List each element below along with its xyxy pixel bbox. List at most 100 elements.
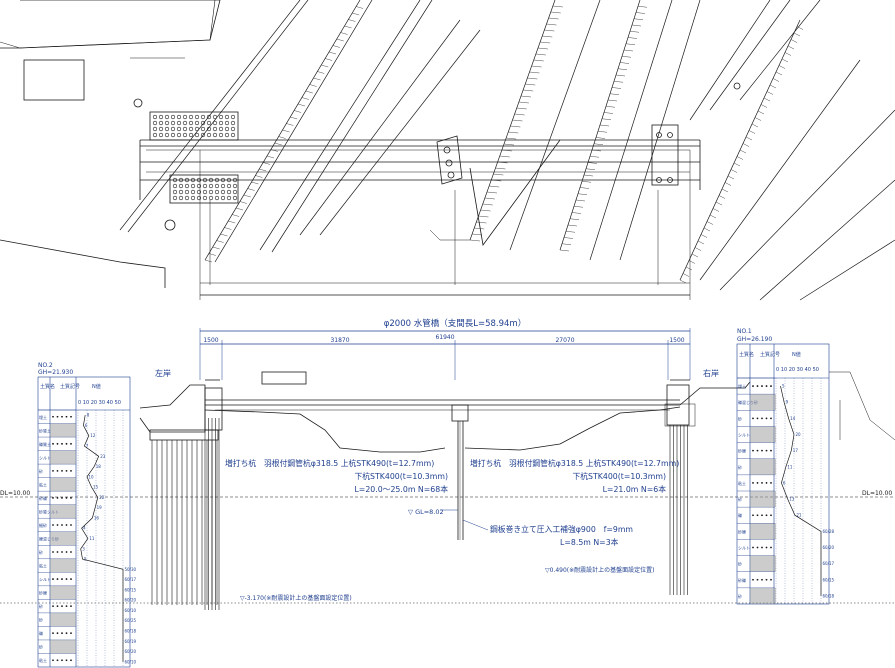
- soil-symbol: [756, 578, 759, 581]
- hatch-tick: [605, 106, 616, 108]
- soil-symbol: [65, 551, 68, 553]
- pile-dot: [214, 183, 220, 189]
- pile-dot: [152, 120, 158, 126]
- pile-dot: [230, 120, 236, 126]
- pile-dot: [152, 126, 158, 132]
- bridge-title: φ2000 水管橋（支間長L=58.94m）: [384, 318, 526, 329]
- soil-symbol: [52, 632, 54, 635]
- soil-name: 砂礫: [738, 528, 746, 534]
- design-base-left: ▽-3.170(※耐震設計上の基盤面設定位置): [240, 594, 352, 602]
- hatch-tick: [721, 188, 729, 193]
- pile-dot: [194, 126, 200, 132]
- soil-symbol: [56, 497, 59, 499]
- hatch-tick: [625, 43, 636, 45]
- hatch-tick: [611, 87, 622, 89]
- embankment-line: [214, 0, 373, 263]
- pile-dot: [196, 177, 202, 183]
- embankment-line: [709, 0, 791, 111]
- soil-symbol: [50, 450, 76, 465]
- pier-reinforce-line1: 鋼板巻き立て圧入工補強φ900 f=9mm: [490, 524, 633, 534]
- soil-symbol: [56, 659, 59, 662]
- hatch-tick: [516, 107, 527, 110]
- embankment-line: [299, 19, 461, 236]
- n-value: 18: [96, 464, 102, 469]
- hatch-tick: [493, 173, 504, 176]
- hatch-tick: [301, 97, 309, 100]
- soil-symbol: [770, 449, 772, 452]
- hatch-tick: [760, 104, 768, 108]
- embankment-line: [319, 29, 481, 236]
- pile-dot: [200, 126, 206, 132]
- hatch-tick: [629, 31, 640, 33]
- n-value: 8: [87, 413, 90, 418]
- pile-dot: [202, 183, 208, 189]
- pile-dot: [206, 114, 212, 120]
- pile-dot: [212, 120, 218, 126]
- pile-dot: [224, 126, 230, 132]
- soil-symbol: [65, 578, 68, 580]
- soil-symbol: [765, 482, 768, 484]
- soil-symbol: [56, 469, 59, 472]
- soil-symbol: [50, 477, 76, 492]
- soil-symbol: [752, 482, 754, 484]
- boring-left-head1: 土質名: [40, 383, 55, 390]
- soil-name: シルト: [39, 455, 51, 460]
- soil-name: 砂礫: [738, 577, 746, 583]
- hatch-tick: [631, 24, 642, 27]
- hatch-tick: [742, 143, 750, 147]
- hatch-tick: [727, 175, 735, 180]
- pile-dot: [230, 132, 236, 138]
- pile-dot: [214, 189, 220, 195]
- soil-symbol: [65, 469, 68, 472]
- soil-name: 粘土: [39, 657, 47, 663]
- hatch-tick: [537, 47, 549, 50]
- hatch-tick: [730, 169, 738, 173]
- pile-right-line2: 下杭STK400(t=10.3mm): [572, 471, 666, 481]
- hatch-tick: [533, 59, 544, 62]
- boring-left-head2: 土質記号: [60, 383, 80, 390]
- hatch-tick: [709, 214, 717, 219]
- hatch-tick: [559, 249, 570, 252]
- hatch-tick: [757, 110, 765, 115]
- pile-dot: [164, 132, 170, 138]
- boring-right-head2: 土質記号: [760, 351, 780, 358]
- pile-dot: [208, 195, 214, 201]
- n-value: 60/18: [823, 593, 835, 598]
- hatch-tick: [627, 37, 638, 39]
- hatch-tick: [736, 156, 744, 160]
- soil-symbol: [765, 449, 768, 452]
- n-value: 11: [787, 464, 793, 469]
- soil-symbol: [52, 469, 54, 472]
- hatch-tick: [593, 143, 604, 145]
- hatch-tick: [476, 221, 487, 224]
- hatch-tick: [621, 56, 632, 58]
- hatch-tick: [332, 45, 340, 48]
- soil-name: 砂: [738, 593, 742, 599]
- embankment-line: [689, 0, 771, 121]
- n-value: 60/10: [125, 608, 137, 613]
- soil-symbol: [61, 415, 63, 418]
- pile-right-line3: L=21.0m N=6本: [603, 484, 667, 494]
- n-value: 5: [84, 557, 87, 562]
- design-base-right: ▽0.490(※耐震設計上の基盤面設定位置): [545, 566, 655, 574]
- n-value: 14: [790, 416, 796, 421]
- soil-symbol: [61, 659, 63, 662]
- n-value: 60/28: [823, 529, 835, 534]
- pile-dot: [232, 177, 238, 183]
- pile-dot: [232, 189, 238, 195]
- soil-symbol: [761, 578, 763, 581]
- pile-dot: [220, 177, 226, 183]
- hatch-tick: [754, 117, 762, 121]
- pile-dot: [188, 114, 194, 120]
- pile-dot: [226, 183, 232, 189]
- boring-log-right: NO.1 GH=26.190 土質名 土質記号 N値 0 10 20 30 40…: [736, 328, 895, 605]
- soil-symbol: [752, 449, 754, 452]
- embankment-line: [589, 0, 673, 261]
- soil-name: 砂: [738, 496, 742, 502]
- n-value: 4: [83, 526, 86, 531]
- embankment-line: [509, 0, 601, 251]
- pile-dot: [208, 189, 214, 195]
- soil-name: 粘土: [39, 481, 47, 487]
- n-value: 19: [97, 505, 103, 510]
- soil-name: 埋土: [738, 383, 746, 389]
